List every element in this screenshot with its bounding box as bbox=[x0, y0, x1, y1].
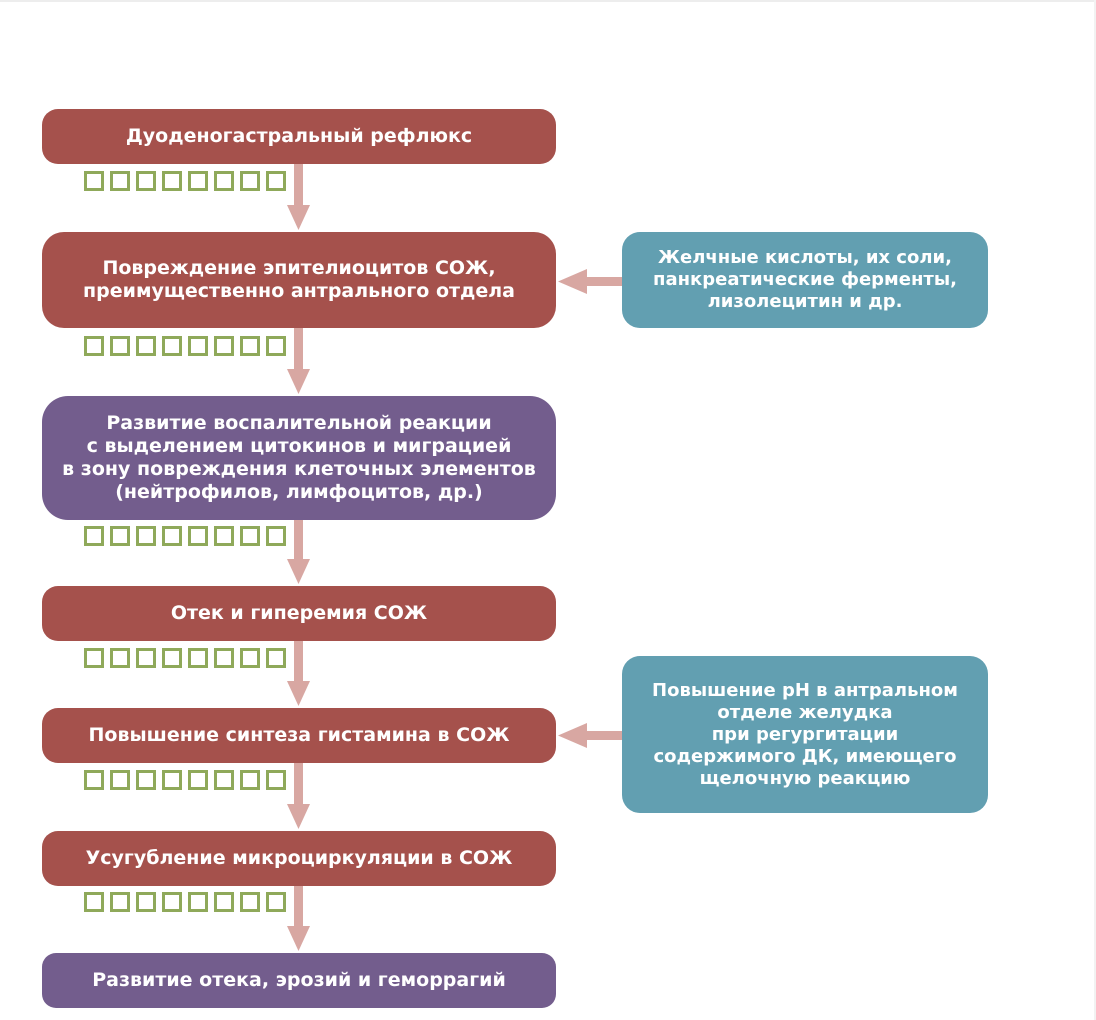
square-icon bbox=[84, 336, 104, 356]
square-icon bbox=[136, 526, 156, 546]
square-icon bbox=[214, 336, 234, 356]
square-icon bbox=[110, 648, 130, 668]
cause-ph-increase: Повышение pH в антральном отделе желудка… bbox=[622, 656, 988, 813]
square-icon bbox=[188, 171, 208, 191]
square-icon bbox=[188, 336, 208, 356]
square-icon bbox=[266, 770, 286, 790]
square-icon bbox=[266, 336, 286, 356]
square-icon bbox=[110, 892, 130, 912]
square-row-6 bbox=[84, 892, 286, 912]
square-icon bbox=[214, 770, 234, 790]
square-icon bbox=[188, 892, 208, 912]
square-icon bbox=[84, 526, 104, 546]
down-arrow-6 bbox=[287, 886, 310, 951]
step-edema-hyperemia: Отек и гиперемия СОЖ bbox=[42, 586, 556, 641]
square-icon bbox=[110, 171, 130, 191]
down-arrow-2 bbox=[287, 328, 310, 394]
square-icon bbox=[110, 526, 130, 546]
down-arrow-3 bbox=[287, 520, 310, 584]
top-border bbox=[0, 0, 1096, 2]
square-icon bbox=[214, 171, 234, 191]
square-icon bbox=[240, 526, 260, 546]
square-icon bbox=[240, 648, 260, 668]
square-row-5 bbox=[84, 770, 286, 790]
square-icon bbox=[136, 648, 156, 668]
square-icon bbox=[266, 648, 286, 668]
square-icon bbox=[240, 892, 260, 912]
square-row-3 bbox=[84, 526, 286, 546]
down-arrow-1 bbox=[287, 164, 310, 230]
step-duodenogastric-reflux: Дуоденогастральный рефлюкс bbox=[42, 109, 556, 164]
step-microcirculation: Усугубление микроциркуляции в СОЖ bbox=[42, 831, 556, 886]
step-edema-erosions: Развитие отека, эрозий и геморрагий bbox=[42, 953, 556, 1008]
square-row-2 bbox=[84, 336, 286, 356]
left-arrow-2 bbox=[558, 723, 622, 748]
square-icon bbox=[110, 770, 130, 790]
right-border bbox=[1094, 0, 1096, 1020]
square-icon bbox=[188, 526, 208, 546]
square-icon bbox=[240, 171, 260, 191]
square-icon bbox=[84, 770, 104, 790]
square-icon bbox=[162, 526, 182, 546]
step-inflammatory-reaction: Развитие воспалительной реакции с выделе… bbox=[42, 396, 556, 520]
square-icon bbox=[136, 171, 156, 191]
square-icon bbox=[110, 336, 130, 356]
square-icon bbox=[162, 770, 182, 790]
square-icon bbox=[136, 336, 156, 356]
square-icon bbox=[240, 336, 260, 356]
square-icon bbox=[162, 892, 182, 912]
square-row-4 bbox=[84, 648, 286, 668]
square-icon bbox=[214, 526, 234, 546]
square-icon bbox=[84, 171, 104, 191]
square-icon bbox=[266, 526, 286, 546]
square-icon bbox=[84, 648, 104, 668]
down-arrow-4 bbox=[287, 641, 310, 706]
square-icon bbox=[266, 171, 286, 191]
square-icon bbox=[214, 892, 234, 912]
square-icon bbox=[162, 648, 182, 668]
cause-bile-acids: Желчные кислоты, их соли, панкреатически… bbox=[622, 232, 988, 328]
square-icon bbox=[266, 892, 286, 912]
down-arrow-5 bbox=[287, 763, 310, 829]
square-icon bbox=[162, 336, 182, 356]
square-icon bbox=[240, 770, 260, 790]
square-icon bbox=[84, 892, 104, 912]
step-histamine-synthesis: Повышение синтеза гистамина в СОЖ bbox=[42, 708, 556, 763]
left-arrow-1 bbox=[558, 269, 622, 294]
step-epithelial-damage: Повреждение эпителиоцитов СОЖ, преимущес… bbox=[42, 232, 556, 328]
square-icon bbox=[162, 171, 182, 191]
square-icon bbox=[188, 648, 208, 668]
square-row-1 bbox=[84, 171, 286, 191]
square-icon bbox=[188, 770, 208, 790]
square-icon bbox=[214, 648, 234, 668]
square-icon bbox=[136, 770, 156, 790]
square-icon bbox=[136, 892, 156, 912]
